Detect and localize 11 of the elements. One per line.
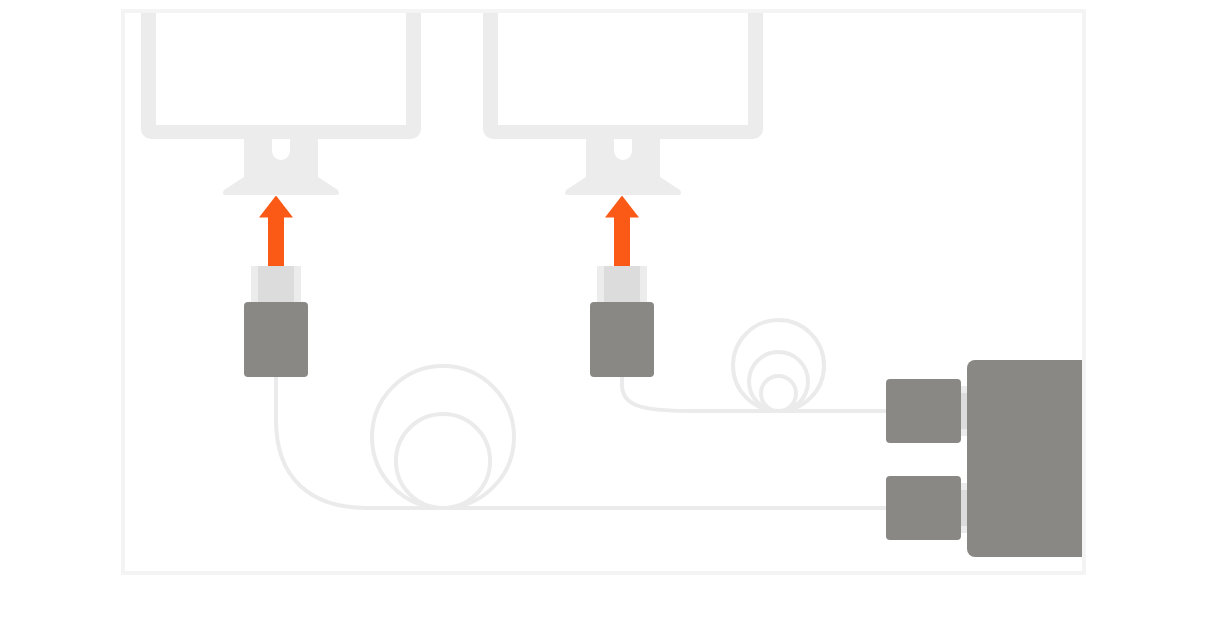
monitor-illustration bbox=[141, 13, 421, 195]
hub-device bbox=[967, 360, 1082, 557]
arrow bbox=[605, 195, 639, 266]
cable bbox=[620, 318, 886, 413]
cable-plug bbox=[590, 266, 654, 377]
arrow bbox=[259, 195, 293, 266]
cable-plug bbox=[244, 266, 308, 377]
cable-plug bbox=[886, 379, 967, 443]
cable-plug bbox=[886, 476, 967, 540]
monitor-illustration bbox=[483, 13, 763, 195]
cable bbox=[274, 364, 886, 510]
